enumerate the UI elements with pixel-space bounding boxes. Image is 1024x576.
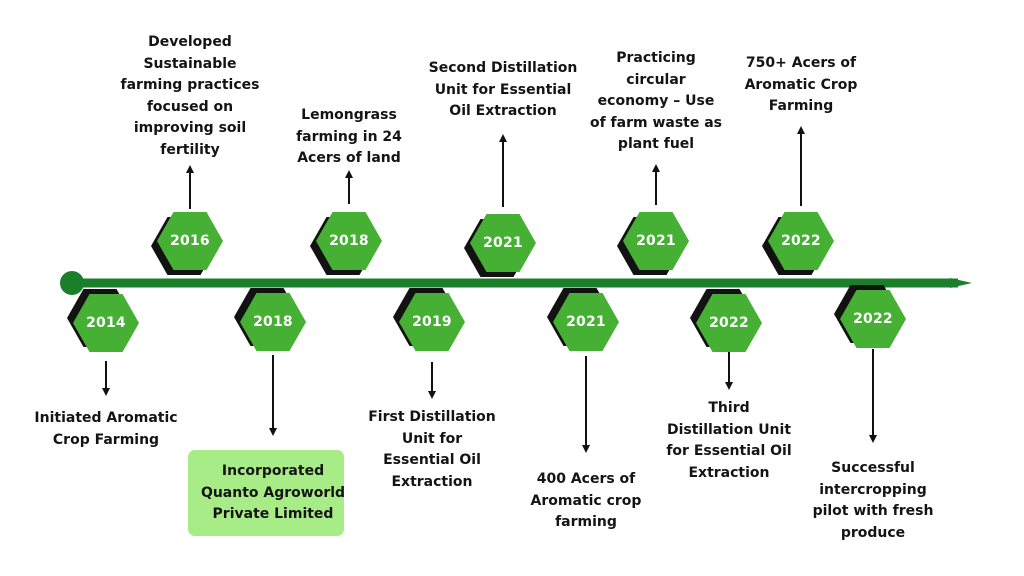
milestone-10 <box>834 285 906 443</box>
milestone-caption: Practicing circular economy – Use of farm w… <box>576 48 736 156</box>
caption-line: plant fuel <box>617 136 695 152</box>
caption-line: focused on <box>146 98 234 115</box>
caption-line: Private Limited <box>212 506 334 522</box>
caption-line: produce <box>840 524 906 541</box>
caption-line: for Essential Oil <box>666 443 792 459</box>
caption-line: improving soil <box>133 120 247 136</box>
caption-line: farming in 24 <box>296 128 402 145</box>
caption-line: 400 Acers of <box>536 471 636 487</box>
caption-line: Crop Farming <box>52 431 160 448</box>
year-hexagon <box>623 212 689 270</box>
caption-line: Lemongrass <box>301 107 397 123</box>
milestone-caption: Successful intercropping pilot with fresh p… <box>793 458 953 544</box>
milestone-2 <box>234 288 306 436</box>
caption-line: economy – Use <box>597 93 715 109</box>
caption-line: Successful <box>831 460 915 476</box>
caption-line: First Distillation <box>368 409 496 425</box>
caption-line: Oil Extraction <box>449 103 557 119</box>
timeline-arrow-head <box>950 278 972 288</box>
caption-line: farming practices <box>120 77 260 93</box>
milestone-year: 2018 <box>329 233 369 249</box>
caption-line: intercropping <box>819 481 927 498</box>
milestone-0 <box>67 289 139 396</box>
caption-line: Incorporated <box>221 463 325 479</box>
milestone-1 <box>151 165 223 275</box>
year-hexagon <box>768 212 834 270</box>
milestone-year: 2022 <box>781 233 821 249</box>
caption-line: Quanto Agroworld <box>200 484 346 501</box>
milestone-year: 2021 <box>636 233 676 249</box>
caption-line: Practicing <box>616 50 696 66</box>
caption-line: Developed <box>148 34 232 50</box>
caption-line: fertility <box>160 141 220 158</box>
caption-line: Sustainable <box>143 55 237 72</box>
caption-line: Acers of land <box>297 150 401 166</box>
milestone-caption: 400 Acers of Aromatic crop farming <box>506 469 666 534</box>
milestone-year: 2018 <box>253 314 293 330</box>
timeline-start-dot <box>60 271 84 295</box>
caption-line: Extraction <box>391 473 473 490</box>
caption-line: pilot with fresh <box>812 503 934 519</box>
milestone-6 <box>547 288 619 453</box>
milestone-8 <box>690 289 762 390</box>
caption-line: Distillation Unit <box>666 421 792 438</box>
caption-line: Essential Oil <box>383 452 481 468</box>
year-hexagon <box>240 293 306 351</box>
milestone-caption: Lemongrass farming in 24 Acers of land <box>274 105 424 170</box>
year-hexagon <box>399 293 465 351</box>
caption-line: Initiated Aromatic <box>34 410 178 426</box>
year-hexagon <box>73 294 139 352</box>
caption-line: circular <box>626 71 686 88</box>
caption-line: of farm waste as <box>589 114 723 131</box>
milestone-year: 2016 <box>170 233 210 249</box>
milestone-7 <box>617 164 689 275</box>
year-hexagon <box>696 294 762 352</box>
year-hexagon <box>470 214 536 272</box>
milestone-5 <box>464 134 536 277</box>
milestone-year: 2021 <box>483 235 523 251</box>
caption-line: farming <box>555 514 617 530</box>
milestone-9 <box>762 126 834 275</box>
milestone-year: 2022 <box>853 311 893 327</box>
milestone-4 <box>393 288 465 399</box>
milestone-year: 2014 <box>86 315 126 331</box>
milestone-year: 2022 <box>709 315 749 331</box>
caption-line: Unit for Essential <box>434 81 572 98</box>
year-hexagon <box>157 212 223 270</box>
caption-line: Extraction <box>688 464 770 481</box>
highlight-box <box>188 450 344 536</box>
caption-line: Farming <box>768 98 834 114</box>
caption-line: Unit for <box>401 430 463 447</box>
caption-line: Third <box>708 400 750 416</box>
caption-line: 750+ Acers of <box>745 55 857 71</box>
milestone-year: 2021 <box>566 314 606 330</box>
caption-line: Second Distillation <box>428 60 578 76</box>
caption-line: Aromatic Crop <box>744 76 858 93</box>
year-hexagon <box>316 212 382 270</box>
year-hexagon <box>840 290 906 348</box>
caption-line: Aromatic crop <box>530 492 642 509</box>
milestone-year: 2019 <box>412 314 452 330</box>
year-hexagon <box>553 293 619 351</box>
milestone-3 <box>310 170 382 275</box>
